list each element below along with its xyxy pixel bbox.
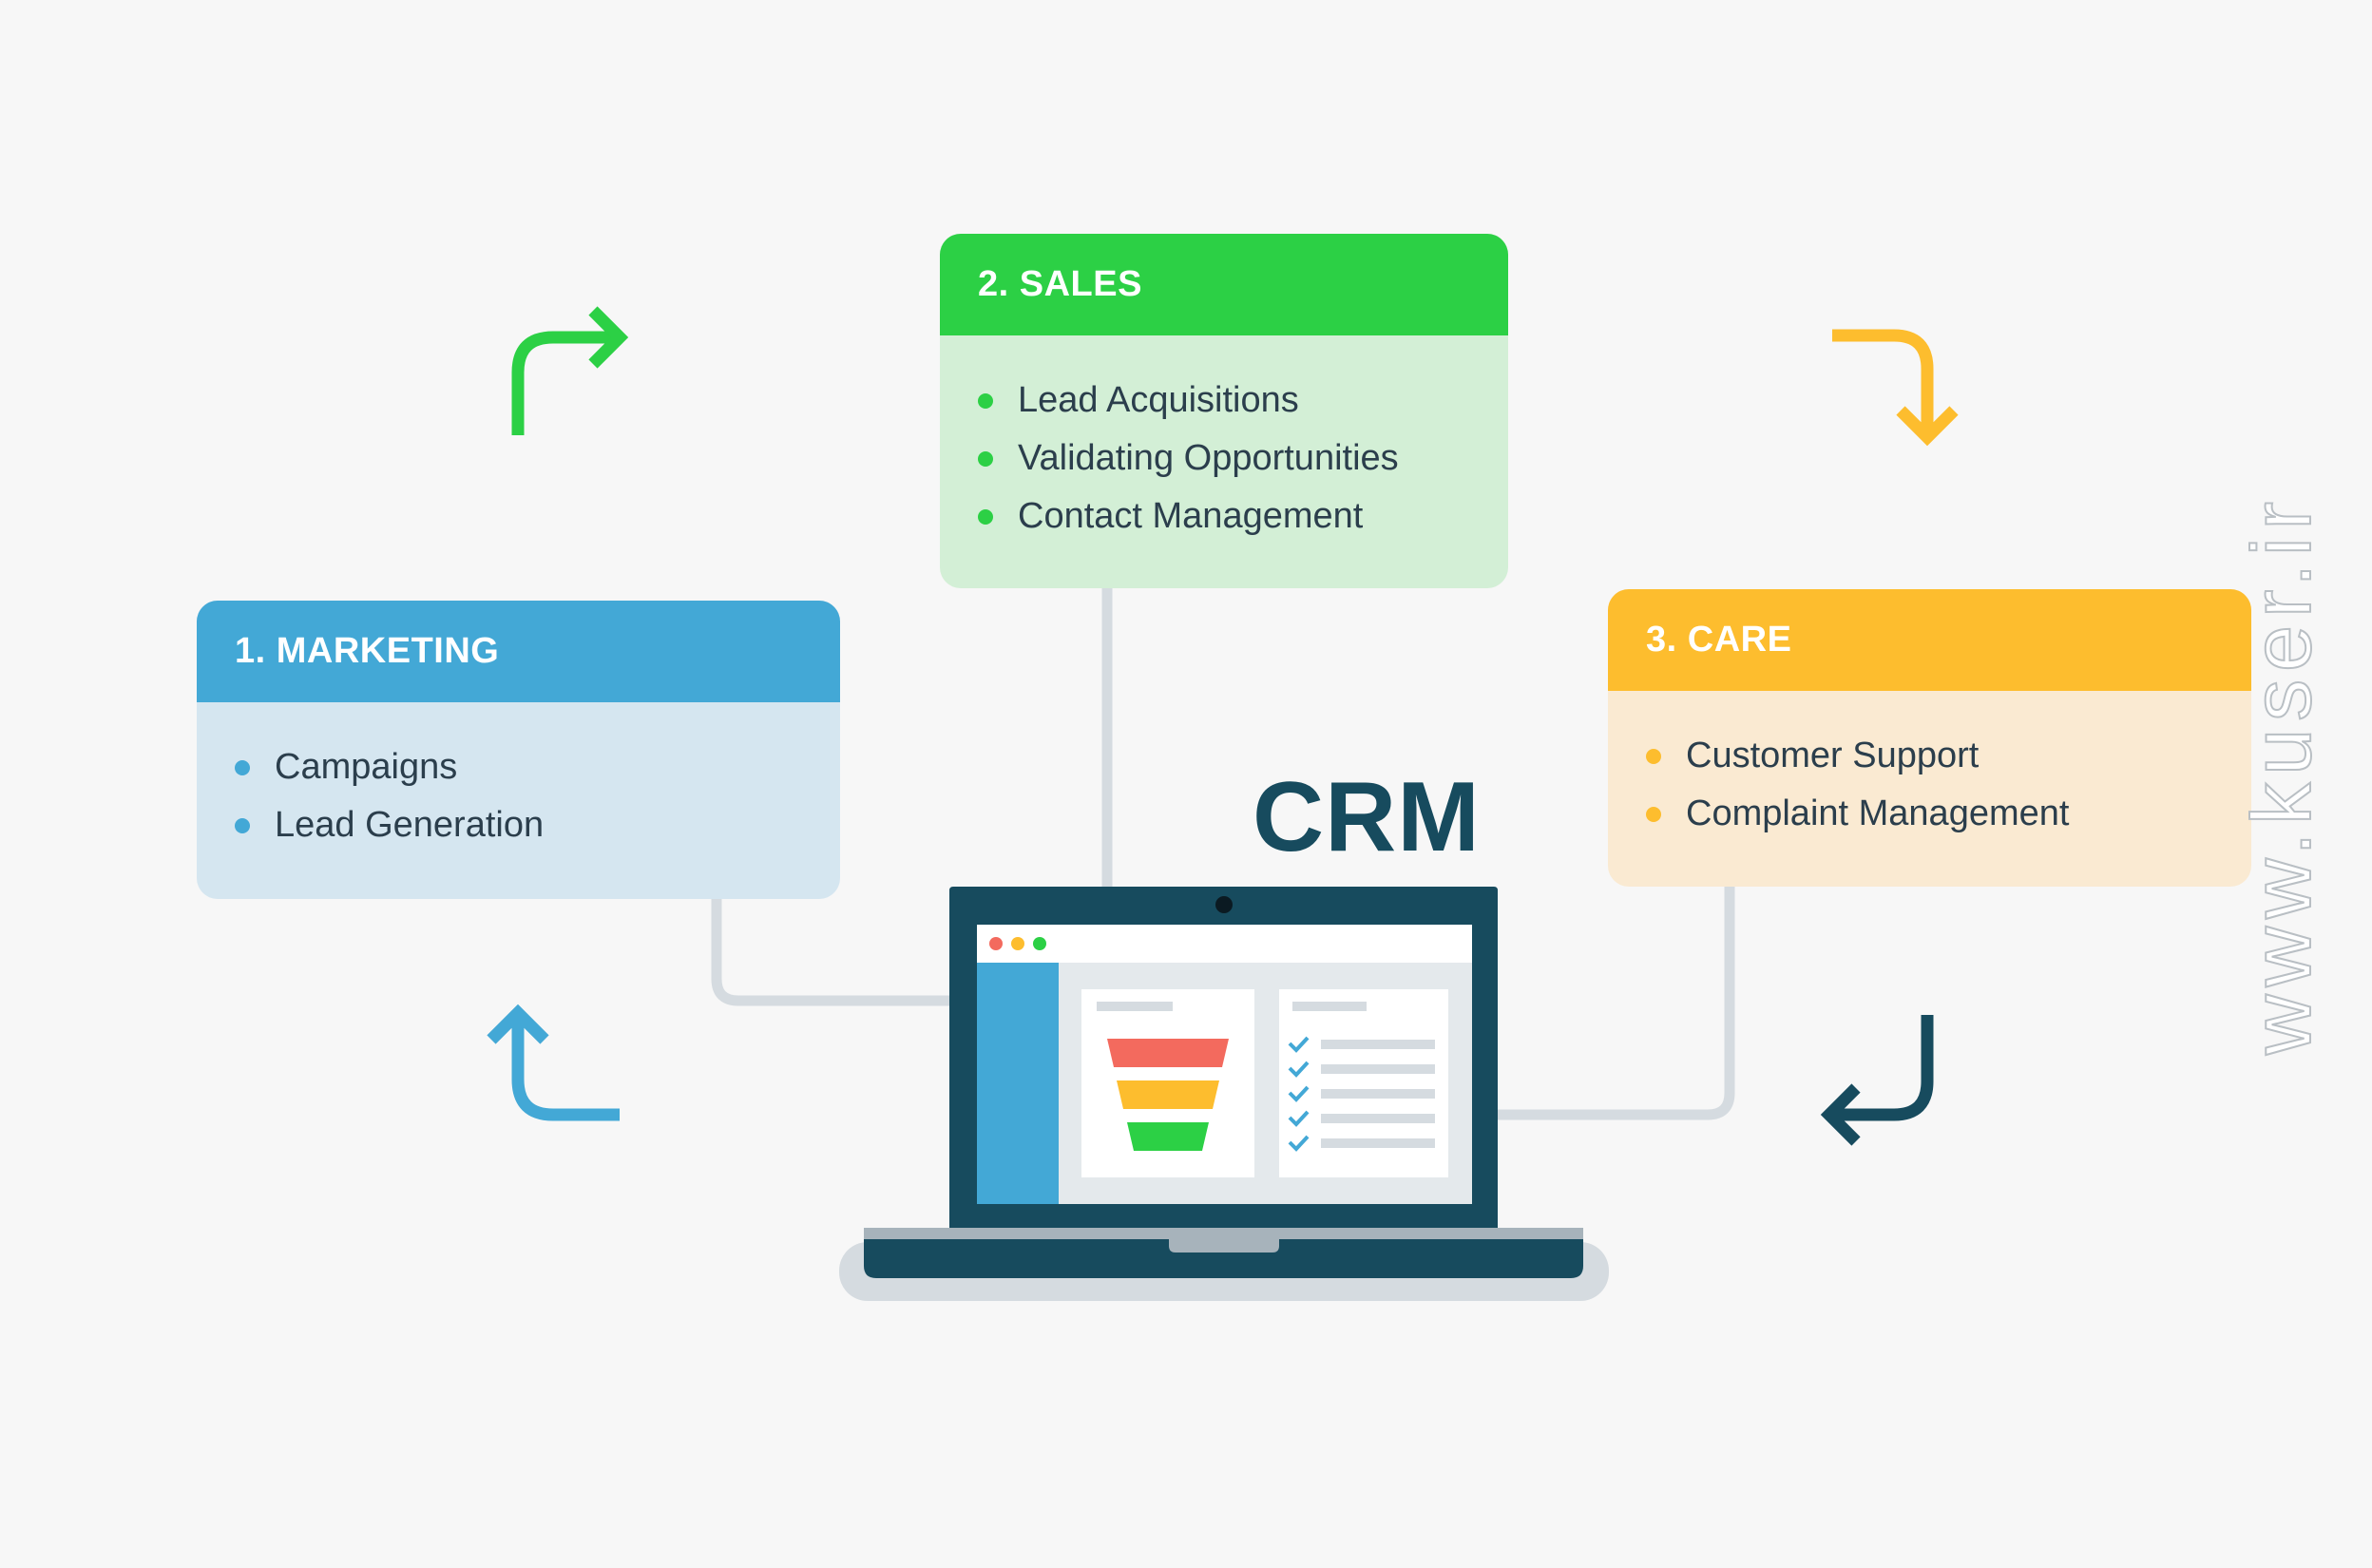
connector-care [1492,884,1735,1120]
bullet-dot [978,508,993,525]
arrow-turn-right-down-icon [1832,329,1959,447]
bullet-dot [235,759,250,775]
window-dot-green [1033,937,1046,950]
list-item-label: Lead Generation [275,805,545,845]
list-item-label: Lead Acquisitions [1018,380,1299,420]
crm-label: CRM [1253,762,1481,872]
care-card: 3. CARE Customer Support Complaint Manag… [1608,589,2251,887]
list-item: Lead Generation [235,796,840,854]
bullet-dot [1646,748,1661,764]
care-list: Customer Support Complaint Management [1608,691,2251,843]
screen-sidebar [977,963,1059,1204]
window-dot-yellow [1011,937,1024,950]
list-item-label: Campaigns [275,747,458,787]
checklist-panel [1279,989,1448,1177]
marketing-card: 1. MARKETING Campaigns Lead Generation [197,601,840,899]
list-item-label: Customer Support [1686,736,1980,775]
laptop-base [864,1228,1583,1278]
webcam [1215,896,1233,913]
list-item: Contact Management [978,488,1508,545]
list-item: Campaigns [235,738,840,796]
care-card-title: 3. CARE [1608,589,2251,691]
list-item: Lead Acquisitions [978,372,1508,430]
sales-card: 2. SALES Lead Acquisitions Validating Op… [940,234,1508,588]
list-item-label: Validating Opportunities [1018,438,1399,478]
laptop-icon [839,887,1609,1301]
connector-marketing [711,893,953,1006]
funnel-icon [1107,1039,1229,1151]
list-item: Customer Support [1646,727,2251,785]
arrow-turn-up-right-icon [511,306,629,435]
bullet-dot [1646,806,1661,822]
bullet-dot [978,450,993,467]
list-item: Validating Opportunities [978,430,1508,488]
sales-card-title: 2. SALES [940,234,1508,335]
arrow-turn-down-left-icon [1820,1015,1934,1146]
checklist-icon [1288,1036,1435,1152]
list-item-label: Complaint Management [1686,794,2070,833]
arrow-turn-left-up-icon [487,1004,620,1121]
sales-list: Lead Acquisitions Validating Opportuniti… [940,335,1508,545]
connector-lines [711,584,1735,1120]
list-item: Complaint Management [1646,785,2251,843]
bullet-dot [235,817,250,833]
watermark: www.kuser.ir [2233,493,2329,1056]
bullet-dot [978,392,993,409]
cycle-arrows [487,306,1959,1146]
marketing-card-title: 1. MARKETING [197,601,840,702]
laptop-notch [1169,1239,1279,1252]
marketing-list: Campaigns Lead Generation [197,702,840,854]
list-item-label: Contact Management [1018,496,1364,536]
window-dot-red [989,937,1003,950]
